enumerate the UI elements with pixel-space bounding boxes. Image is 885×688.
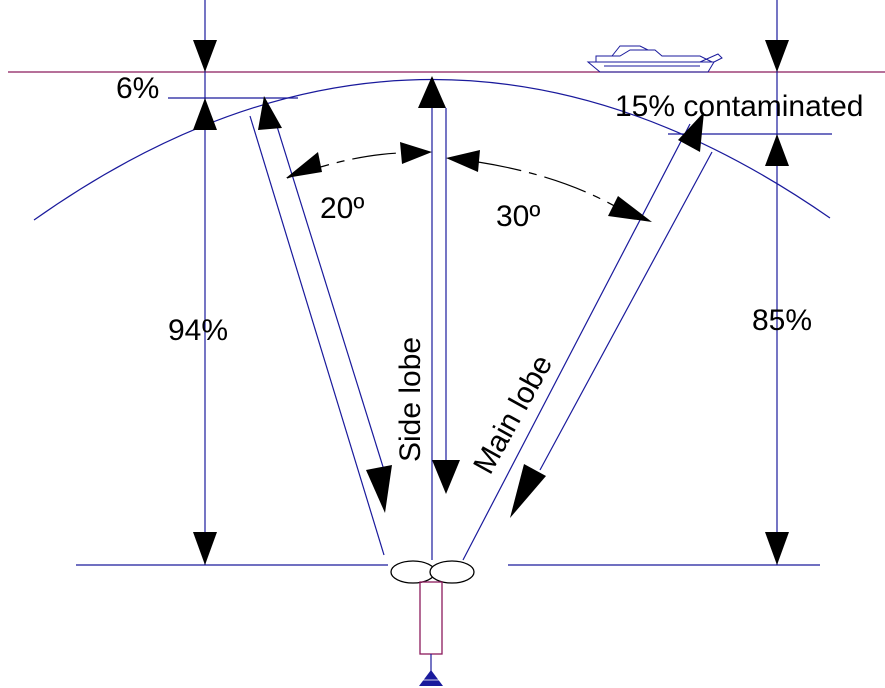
surface-pct-left-label: 6%: [116, 72, 159, 105]
side-lobe-beam: [249, 96, 392, 556]
angle-arc-20: [286, 142, 432, 179]
angle-main-label: 30º: [496, 200, 540, 233]
surface-pct-right-label: 15% contaminated: [615, 90, 864, 123]
angle-side-label: 20º: [320, 192, 364, 225]
boat-icon: [586, 45, 723, 73]
transducer-icon: [390, 560, 475, 686]
angle-arc-30: [446, 150, 652, 222]
left-depth-dimension: [193, 0, 217, 565]
center-vertical-beam: [418, 76, 460, 560]
depth-left-label: 94%: [168, 314, 228, 347]
depth-right-label: 85%: [752, 304, 812, 337]
right-depth-dimension: [765, 0, 789, 565]
main-lobe-beam: [462, 112, 713, 561]
side-lobe-label: Side lobe: [394, 337, 427, 462]
